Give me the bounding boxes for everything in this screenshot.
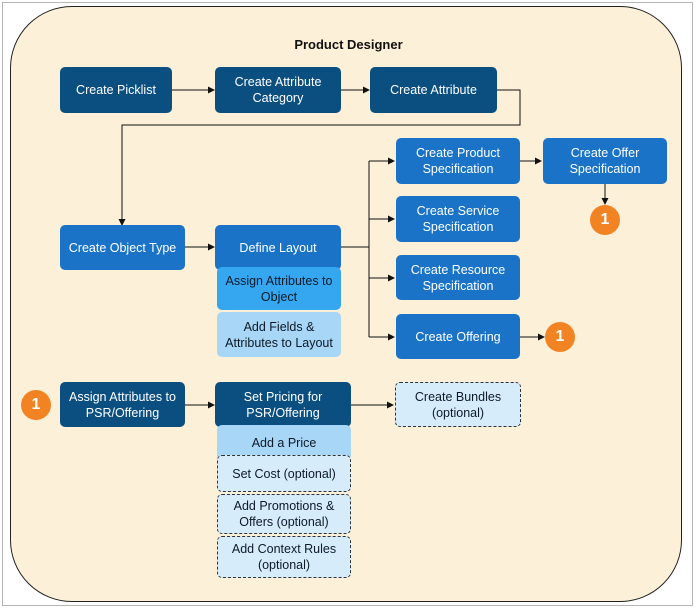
offer-spec-connector-badge: 1 xyxy=(590,205,620,235)
set-pricing-box: Set Pricing for PSR/Offering xyxy=(215,382,351,427)
create-attribute-category-box: Create Attribute Category xyxy=(215,67,341,113)
create-picklist-box: Create Picklist xyxy=(60,67,172,113)
add-promotions-box: Add Promotions & Offers (optional) xyxy=(217,494,351,534)
create-bundles-box: Create Bundles (optional) xyxy=(395,382,521,427)
add-price-box: Add a Price xyxy=(217,425,351,460)
create-resource-specification-box: Create Resource Specification xyxy=(396,255,520,300)
create-attribute-box: Create Attribute xyxy=(370,67,497,113)
set-cost-box: Set Cost (optional) xyxy=(217,455,351,492)
add-context-rules-box: Add Context Rules (optional) xyxy=(217,536,351,578)
create-product-specification-box: Create Product Specification xyxy=(396,138,520,184)
create-object-type-box: Create Object Type xyxy=(60,225,185,270)
assign-attributes-to-object-box: Assign Attributes to Object xyxy=(217,267,341,310)
arrow-attribute-to-object-type xyxy=(118,89,521,226)
start-connector-badge: 1 xyxy=(21,390,51,420)
diagram-title: Product Designer xyxy=(294,37,403,52)
define-layout-box: Define Layout xyxy=(215,225,341,270)
assign-attributes-psr-box: Assign Attributes to PSR/Offering xyxy=(60,382,185,427)
create-offering-box: Create Offering xyxy=(396,314,520,359)
create-offer-specification-box: Create Offer Specification xyxy=(543,138,667,184)
add-fields-attributes-to-layout-box: Add Fields & Attributes to Layout xyxy=(217,312,341,357)
offering-connector-badge: 1 xyxy=(545,322,575,352)
create-service-specification-box: Create Service Specification xyxy=(396,196,520,242)
